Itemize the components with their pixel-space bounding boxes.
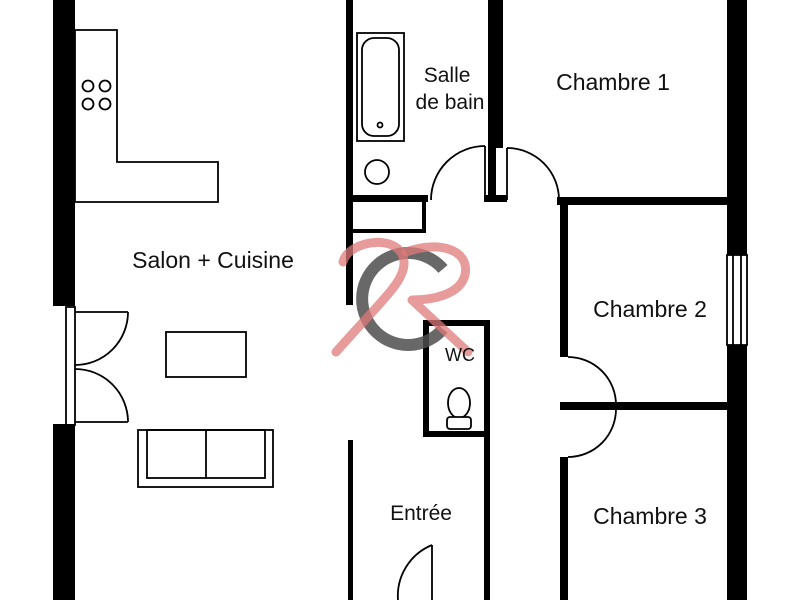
room-label-entrance: Entrée: [390, 502, 452, 525]
window-right: [726, 254, 748, 346]
entrance-wall-left: [348, 440, 353, 600]
bedroom-1-wall-bottom: [557, 197, 729, 205]
door-swing-arc: [567, 408, 617, 458]
bathroom-wall-bottom: [346, 195, 428, 202]
fixtures: [74, 29, 472, 488]
window-left-frame: [65, 306, 76, 426]
room-label-wc: WC: [445, 345, 475, 365]
door-swing-arc: [567, 356, 617, 406]
stove-icon: [81, 79, 112, 111]
kitchen-counter: [74, 29, 219, 203]
walls: [53, 0, 747, 600]
bedroom-1-wall-left: [495, 0, 503, 148]
room-labels: Salon + Cuisine Salle de bain Chambre 1 …: [132, 64, 707, 529]
outer-wall-left-upper: [53, 0, 75, 306]
windows: [65, 254, 748, 426]
wc-walls: [423, 320, 490, 437]
watermark-stroke-left: [331, 237, 409, 357]
bathtub-icon: [356, 32, 405, 142]
bedroom-2-wall-bottom: [560, 402, 729, 410]
room-label-bathroom-line-2: de bain: [416, 91, 485, 114]
door-swing-arc: [506, 147, 560, 201]
storage-closet: [353, 202, 426, 233]
door-entrance: [396, 544, 433, 600]
watermark-stroke-right: [401, 242, 473, 357]
door-bedroom-3: [567, 408, 617, 458]
corridor-wall-left: [346, 0, 353, 305]
door-swing-arc: [74, 368, 129, 423]
bedroom-2-wall-left: [560, 197, 568, 357]
door-swing-arc: [396, 544, 433, 600]
room-label-bedroom-2: Chambre 2: [593, 296, 707, 322]
room-label-bedroom-1: Chambre 1: [556, 69, 670, 95]
room-label-living-kitchen: Salon + Cuisine: [132, 247, 294, 273]
door-bedroom-2: [567, 356, 617, 406]
outer-wall-right-upper: [727, 0, 747, 255]
outer-wall-left-lower: [53, 424, 75, 600]
sofa-icon: [137, 429, 274, 488]
door-bedroom-1: [506, 147, 560, 201]
door-bathroom: [430, 145, 486, 201]
door-swing-arc: [430, 145, 486, 201]
toilet-icon: [446, 387, 472, 430]
entrance-wall-right: [484, 434, 490, 600]
bathroom-wall-right: [488, 0, 496, 202]
bedroom-3-wall-left: [560, 457, 568, 600]
room-label-bathroom-line-1: Salle: [424, 64, 471, 87]
french-door-living: [74, 311, 129, 423]
room-label-bathroom: Salle de bain: [416, 64, 485, 114]
door-swing-arc: [74, 311, 129, 366]
sink-icon: [364, 159, 390, 185]
watermark-logo: [331, 237, 473, 357]
counter-outline: [74, 29, 219, 203]
door-jamb-block: [484, 195, 507, 202]
doors: [74, 145, 617, 600]
room-label-bedroom-3: Chambre 3: [593, 503, 707, 529]
table-icon: [165, 331, 247, 378]
outer-wall-right-lower: [727, 345, 747, 600]
